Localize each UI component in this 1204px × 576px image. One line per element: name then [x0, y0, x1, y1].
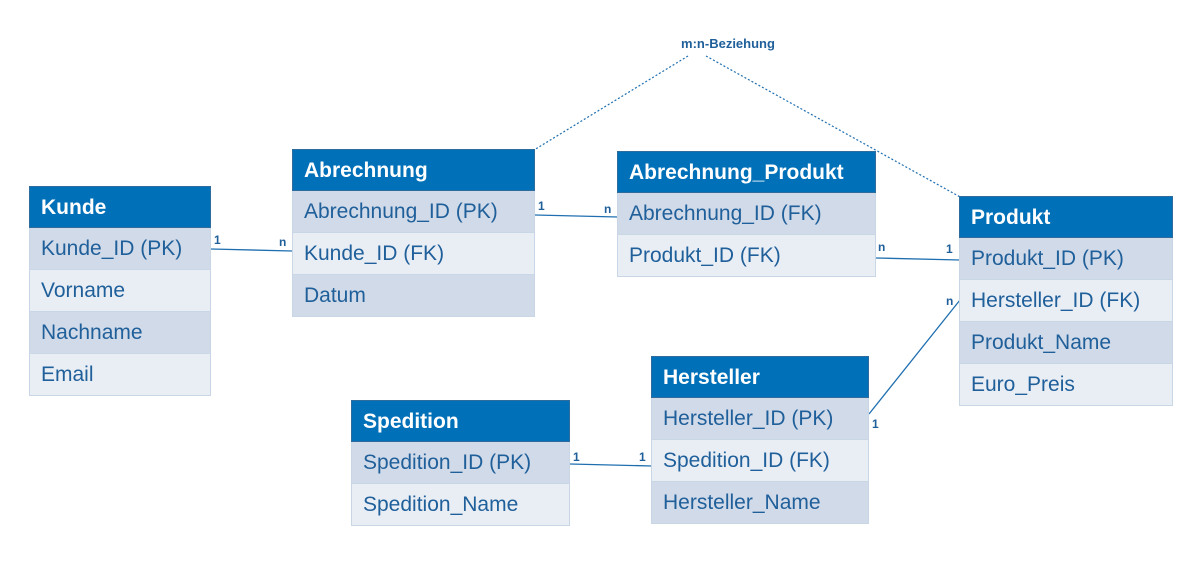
- entity-title: Spedition: [351, 400, 570, 442]
- entity-title: Produkt: [959, 196, 1173, 238]
- entity-field: Email: [29, 354, 211, 396]
- relation-spedition-hersteller: [569, 463, 653, 467]
- relation-produkt-hersteller: [868, 299, 961, 415]
- mn-annotation-line-left: [533, 55, 689, 151]
- entity-title: Kunde: [29, 186, 211, 228]
- entity-field: Produkt_Name: [959, 322, 1173, 364]
- cardinality-label: n: [604, 202, 611, 216]
- mn-annotation-line-right: [705, 55, 963, 199]
- entity-spedition: Spedition Spedition_ID (PK) Spedition_Na…: [351, 400, 570, 526]
- entity-field: Nachname: [29, 312, 211, 354]
- entity-field: Datum: [292, 275, 535, 317]
- entity-title: Abrechnung: [292, 149, 535, 191]
- cardinality-label: 1: [214, 233, 221, 247]
- entity-kunde: Kunde Kunde_ID (PK) Vorname Nachname Ema…: [29, 186, 211, 396]
- relation-abrechnung-produkt-produkt: [875, 257, 961, 261]
- entity-field: Kunde_ID (FK): [292, 233, 535, 275]
- entity-produkt: Produkt Produkt_ID (PK) Hersteller_ID (F…: [959, 196, 1173, 406]
- entity-field: Hersteller_Name: [651, 482, 869, 524]
- cardinality-label: 1: [573, 450, 580, 464]
- entity-field: Spedition_Name: [351, 484, 570, 526]
- entity-field: Hersteller_ID (FK): [959, 280, 1173, 322]
- cardinality-label: n: [279, 235, 286, 249]
- cardinality-label: 1: [639, 450, 646, 464]
- cardinality-label: n: [878, 240, 885, 254]
- entity-abrechnung-produkt: Abrechnung_Produkt Abrechnung_ID (FK) Pr…: [617, 151, 876, 277]
- entity-field: Hersteller_ID (PK): [651, 398, 869, 440]
- entity-hersteller: Hersteller Hersteller_ID (PK) Spedition_…: [651, 356, 869, 524]
- entity-field: Abrechnung_ID (PK): [292, 191, 535, 233]
- mn-annotation-label: m:n-Beziehung: [681, 36, 775, 51]
- entity-field: Euro_Preis: [959, 364, 1173, 406]
- entity-field: Kunde_ID (PK): [29, 228, 211, 270]
- cardinality-label: 1: [946, 242, 953, 256]
- cardinality-label: 1: [538, 199, 545, 213]
- entity-abrechnung: Abrechnung Abrechnung_ID (PK) Kunde_ID (…: [292, 149, 535, 317]
- entity-field: Spedition_ID (FK): [651, 440, 869, 482]
- entity-field: Produkt_ID (FK): [617, 235, 876, 277]
- entity-field: Spedition_ID (PK): [351, 442, 570, 484]
- entity-field: Produkt_ID (PK): [959, 238, 1173, 280]
- cardinality-label: n: [946, 294, 953, 308]
- cardinality-label: 1: [872, 417, 879, 431]
- entity-field: Vorname: [29, 270, 211, 312]
- relation-abrechnung-abrechnung-produkt: [534, 214, 619, 218]
- entity-title: Hersteller: [651, 356, 869, 398]
- entity-title: Abrechnung_Produkt: [617, 151, 876, 193]
- entity-field: Abrechnung_ID (FK): [617, 193, 876, 235]
- relation-kunde-abrechnung: [210, 248, 293, 252]
